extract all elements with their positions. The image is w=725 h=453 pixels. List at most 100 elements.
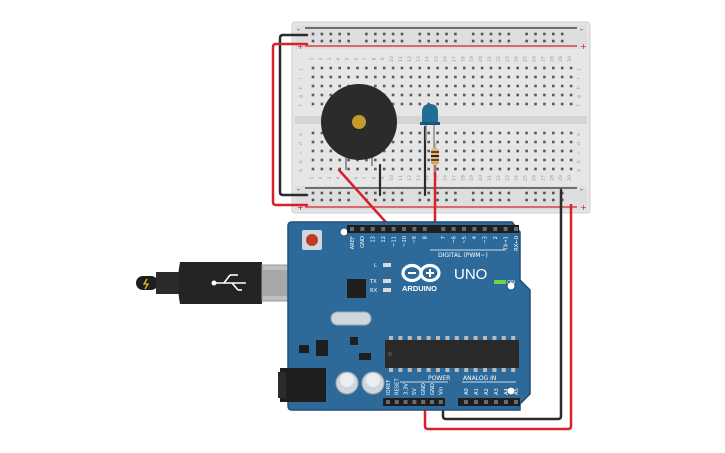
rail-hole[interactable] [311,198,315,202]
breadboard-hole[interactable] [409,84,413,88]
breadboard-hole[interactable] [534,149,537,153]
breadboard-hole[interactable] [534,102,537,106]
breadboard-hole[interactable] [427,167,430,171]
breadboard-hole[interactable] [418,131,422,135]
breadboard-hole[interactable] [320,102,324,106]
breadboard-hole[interactable] [409,158,413,162]
breadboard-hole[interactable] [347,167,350,171]
breadboard-hole[interactable] [347,66,350,70]
breadboard-hole[interactable] [498,131,502,135]
breadboard-hole[interactable] [311,75,315,79]
breadboard-hole[interactable] [338,75,341,79]
breadboard-hole[interactable] [569,102,573,106]
breadboard-hole[interactable] [525,84,528,88]
rail-hole[interactable] [320,32,324,36]
rail-hole[interactable] [525,191,528,195]
rail-hole[interactable] [374,198,377,202]
breadboard-hole[interactable] [329,158,333,162]
breadboard-hole[interactable] [400,84,404,88]
breadboard-hole[interactable] [471,66,475,70]
breadboard-hole[interactable] [320,158,324,162]
breadboard-hole[interactable] [436,167,439,171]
breadboard-hole[interactable] [543,93,546,97]
rail-hole[interactable] [365,32,368,36]
rail-hole[interactable] [418,198,422,202]
rail-hole[interactable] [320,191,324,195]
breadboard-hole[interactable] [418,93,422,97]
breadboard-hole[interactable] [560,158,564,162]
breadboard-hole[interactable] [507,167,511,171]
rail-hole[interactable] [418,191,422,195]
breadboard-hole[interactable] [365,75,368,79]
breadboard-hole[interactable] [356,167,359,171]
breadboard-hole[interactable] [471,75,475,79]
breadboard-hole[interactable] [454,140,457,144]
breadboard-hole[interactable] [507,131,511,135]
breadboard-hole[interactable] [480,158,484,162]
rail-hole[interactable] [525,198,528,202]
rail-hole[interactable] [382,191,386,195]
analog-pin[interactable] [514,400,518,404]
breadboard-hole[interactable] [445,140,448,144]
breadboard-hole[interactable] [507,140,511,144]
breadboard-hole[interactable] [400,149,404,153]
breadboard-hole[interactable] [400,75,404,79]
breadboard-hole[interactable] [320,84,324,88]
breadboard-hole[interactable] [480,102,484,106]
breadboard-hole[interactable] [525,102,528,106]
breadboard-hole[interactable] [507,75,511,79]
breadboard-hole[interactable] [498,102,502,106]
breadboard-hole[interactable] [427,131,430,135]
breadboard-hole[interactable] [427,84,430,88]
breadboard-hole[interactable] [534,66,537,70]
rail-hole[interactable] [445,39,448,43]
breadboard-hole[interactable] [525,167,528,171]
breadboard-hole[interactable] [560,66,564,70]
rail-hole[interactable] [543,198,546,202]
breadboard-hole[interactable] [320,131,324,135]
breadboard-hole[interactable] [365,66,368,70]
breadboard-hole[interactable] [525,75,528,79]
rail-hole[interactable] [552,39,555,43]
breadboard-hole[interactable] [418,102,422,106]
rail-hole[interactable] [534,32,537,36]
breadboard-hole[interactable] [480,84,484,88]
breadboard-hole[interactable] [534,75,537,79]
breadboard-hole[interactable] [498,158,502,162]
breadboard-hole[interactable] [454,167,457,171]
breadboard-hole[interactable] [471,158,475,162]
breadboard-hole[interactable] [311,66,315,70]
breadboard-hole[interactable] [391,158,395,162]
breadboard-hole[interactable] [391,84,395,88]
rail-hole[interactable] [427,191,430,195]
rail-hole[interactable] [454,198,457,202]
rail-hole[interactable] [471,198,475,202]
breadboard-hole[interactable] [471,102,475,106]
breadboard-hole[interactable] [480,131,484,135]
breadboard-hole[interactable] [409,149,413,153]
breadboard-hole[interactable] [480,149,484,153]
analog-pin[interactable] [474,400,478,404]
rail-hole[interactable] [507,32,511,36]
breadboard-hole[interactable] [489,84,493,88]
breadboard-hole[interactable] [507,66,511,70]
breadboard-hole[interactable] [418,149,422,153]
breadboard-hole[interactable] [560,75,564,79]
breadboard-hole[interactable] [382,75,386,79]
breadboard-hole[interactable] [454,102,457,106]
breadboard-hole[interactable] [347,75,350,79]
breadboard-hole[interactable] [320,93,324,97]
breadboard-hole[interactable] [534,158,537,162]
breadboard-hole[interactable] [329,66,333,70]
breadboard-hole[interactable] [436,66,439,70]
digital-pin[interactable] [360,227,365,231]
digital-pin[interactable] [514,227,518,231]
rail-hole[interactable] [391,198,395,202]
breadboard-hole[interactable] [516,102,519,106]
breadboard-hole[interactable] [329,84,333,88]
rail-hole[interactable] [471,191,475,195]
rail-hole[interactable] [374,191,377,195]
rail-hole[interactable] [436,198,439,202]
breadboard-hole[interactable] [516,149,519,153]
breadboard-hole[interactable] [507,158,511,162]
